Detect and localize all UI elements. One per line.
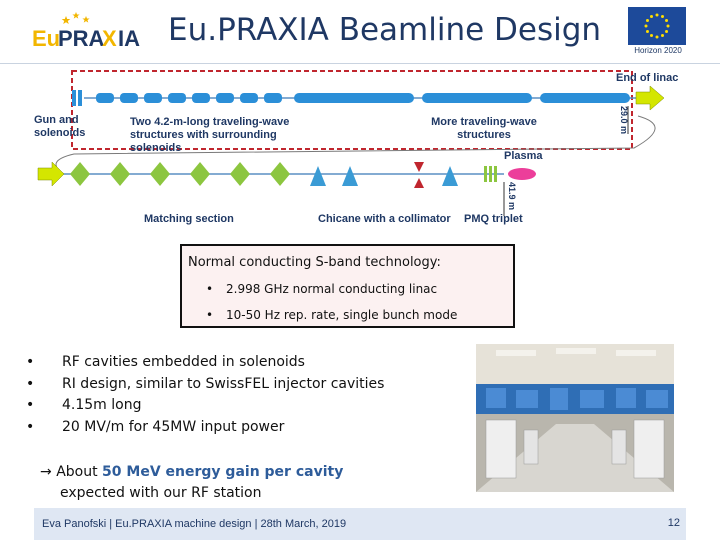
quadrupole-magnet xyxy=(190,162,210,186)
quadrupole-magnet xyxy=(270,162,290,186)
list-item: •RF cavities embedded in solenoids xyxy=(26,354,305,370)
solenoid-cavity xyxy=(168,93,186,103)
flag-star xyxy=(650,34,653,38)
label-length-29m: 29.0 m xyxy=(619,106,629,135)
dipole-magnet xyxy=(310,166,326,186)
quadrupole-magnet xyxy=(230,162,250,186)
dipole-magnet xyxy=(342,166,358,186)
collimator xyxy=(414,178,424,188)
label-matching-section: Matching section xyxy=(144,213,234,225)
flag-star xyxy=(655,35,659,39)
entry-arrow-icon xyxy=(37,161,65,187)
technology-item-text: 2.998 GHz normal conducting linac xyxy=(226,282,438,296)
label-plasma: Plasma xyxy=(504,150,543,162)
traveling-wave-structure xyxy=(294,93,414,103)
gun-element xyxy=(78,90,82,106)
plasma-cell xyxy=(508,168,536,180)
label-length-41m: 41.9 m xyxy=(507,182,517,211)
solenoid-cavity xyxy=(144,93,162,103)
solenoid-cavity xyxy=(216,93,234,103)
label-gun-solenoids: Gun and solenoids xyxy=(34,114,86,139)
flag-star xyxy=(666,24,670,28)
pmq-element xyxy=(484,166,487,182)
conclusion-prefix: About xyxy=(56,464,98,480)
list-item-text: 20 MV/m for 45MW input power xyxy=(62,418,285,435)
gun-element xyxy=(72,90,76,106)
technology-item: •10-50 Hz rep. rate, single bunch mode xyxy=(206,308,458,322)
label-more-structures: More traveling-wave structures xyxy=(431,116,537,141)
connector-line xyxy=(55,115,656,175)
flag-star xyxy=(650,14,653,18)
solenoid-cavity xyxy=(120,93,138,103)
technology-item-text: 10-50 Hz rep. rate, single bunch mode xyxy=(226,308,458,322)
conclusion-line2: expected with our RF station xyxy=(60,485,262,501)
dipole-magnet xyxy=(442,166,458,186)
technology-box: Normal conducting S-band technology: •2.… xyxy=(180,244,515,328)
flag-star xyxy=(645,30,649,33)
arrow-icon: → xyxy=(40,464,52,480)
label-pmq-triplet: PMQ triplet xyxy=(464,213,523,225)
footer-text: Eva Panofski | Eu.PRAXIA machine design … xyxy=(42,518,347,530)
cavity-feature-list: •RF cavities embedded in solenoids •RI d… xyxy=(26,354,384,440)
logo-x-text: X xyxy=(102,26,117,51)
technology-heading: Normal conducting S-band technology: xyxy=(188,255,441,270)
rf-station-photo xyxy=(476,344,674,492)
list-item: •20 MV/m for 45MW input power xyxy=(26,418,285,435)
flag-star xyxy=(645,19,649,22)
pmq-element xyxy=(489,166,492,182)
solenoid-cavity xyxy=(240,93,258,103)
list-item-text: RI design, similar to SwissFEL injector … xyxy=(62,375,385,392)
list-item-text: RF cavities embedded in solenoids xyxy=(62,354,305,370)
logo-ia-text: IA xyxy=(118,26,140,51)
list-item: •RI design, similar to SwissFEL injector… xyxy=(26,375,385,392)
quadrupole-magnet xyxy=(110,162,130,186)
solenoid-cavity xyxy=(192,93,210,103)
flag-star xyxy=(661,34,664,38)
label-end-of-linac: End of linac xyxy=(616,72,679,84)
quadrupole-magnet xyxy=(70,162,90,186)
logo-pra-text: PRA xyxy=(58,26,105,51)
list-item: •4.15m long xyxy=(26,397,142,413)
header-divider xyxy=(0,63,720,64)
technology-item: •2.998 GHz normal conducting linac xyxy=(206,282,438,296)
flag-star xyxy=(655,13,659,17)
flag-star xyxy=(644,24,648,28)
end-linac-arrow-icon xyxy=(635,85,665,111)
conclusion-text: → About 50 MeV energy gain per cavity ex… xyxy=(40,462,343,504)
label-two-structures: Two 4.2-m-long traveling-wave structures… xyxy=(130,116,290,154)
slide-header xyxy=(0,0,720,64)
solenoid-cavity xyxy=(96,93,114,103)
beamline-diagram xyxy=(37,70,665,216)
list-item-text: 4.15m long xyxy=(62,397,142,413)
quadrupole-magnet xyxy=(150,162,170,186)
linac-frame xyxy=(71,70,633,150)
traveling-wave-structure xyxy=(540,93,630,103)
flag-star xyxy=(665,30,669,33)
slide-footer xyxy=(34,508,686,540)
conclusion-highlight: 50 MeV energy gain per cavity xyxy=(102,464,344,480)
page-number: 12 xyxy=(667,517,680,529)
slide-title: Eu.PRAXIA Beamline Design xyxy=(168,12,602,48)
eu-flag-icon xyxy=(628,7,686,45)
solenoid-cavity xyxy=(264,93,282,103)
logo-eu-text: Eu xyxy=(32,26,60,51)
pmq-element xyxy=(494,166,497,182)
flag-star xyxy=(661,14,664,18)
label-chicane: Chicane with a collimator xyxy=(318,213,451,225)
traveling-wave-structure xyxy=(422,93,532,103)
horizon-2020-label: Horizon 2020 xyxy=(634,46,682,55)
collimator xyxy=(414,162,424,172)
logo-stars-icon xyxy=(61,12,90,24)
eupraxia-logo: Eu PRA X IA xyxy=(32,12,140,51)
flag-star xyxy=(665,19,669,22)
